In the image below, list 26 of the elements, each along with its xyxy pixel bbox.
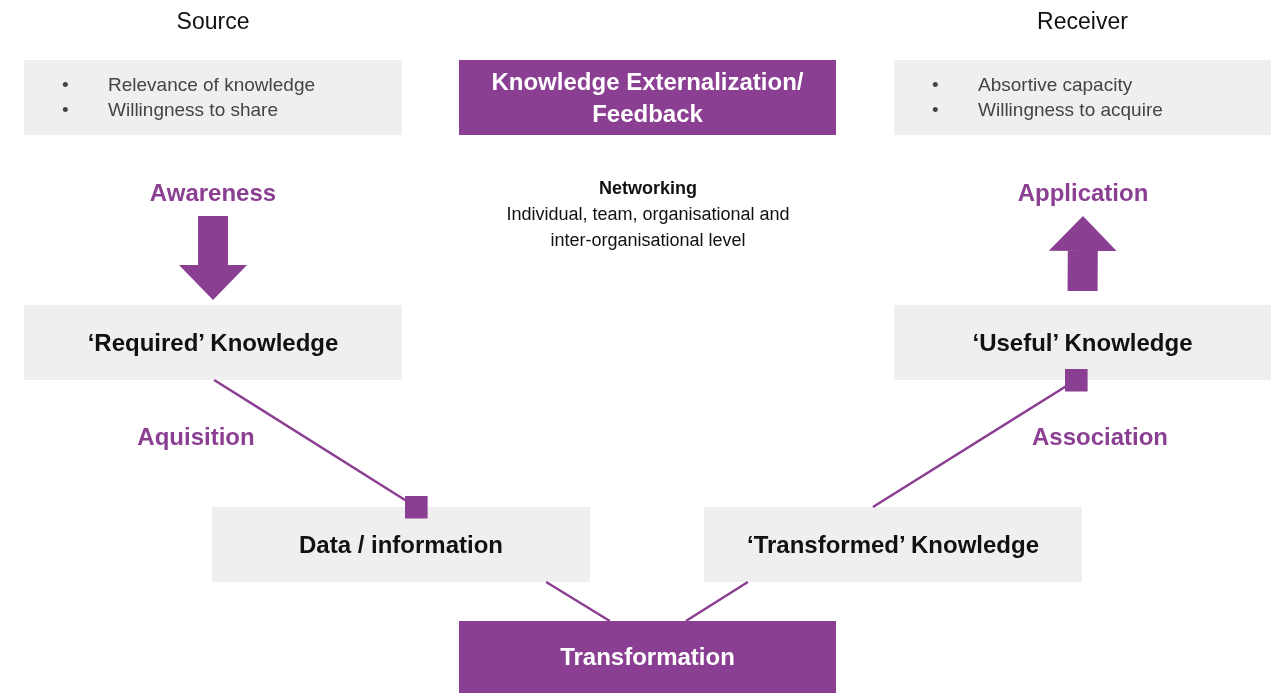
bullet-text: Absortive capacity	[978, 73, 1133, 97]
description-text: Individual, team, organisational and inter-organisational level	[505, 203, 791, 252]
block-arrow	[1048, 216, 1117, 292]
bullet-mark: •	[932, 73, 940, 97]
process-box: ‘Useful’ Knowledge	[894, 305, 1271, 380]
block-arrow	[179, 216, 247, 300]
stage-label: Application	[995, 176, 1171, 210]
connector-line	[213, 378, 428, 519]
bullet-text: Willingness to acquire	[978, 98, 1163, 122]
bullet-mark: •	[62, 98, 70, 122]
process-box: ‘Transformed’ Knowledge	[704, 507, 1082, 582]
bullet-mark: •	[932, 98, 940, 122]
process-box: ‘Required’ Knowledge	[24, 305, 402, 380]
section-heading: Networking	[598, 177, 698, 200]
connector-line	[685, 580, 749, 623]
process-box: Transformation	[459, 621, 836, 693]
bullet-mark: •	[62, 73, 70, 97]
connector-line	[545, 580, 611, 623]
connector-line	[872, 368, 1088, 509]
column-heading: Receiver	[1036, 8, 1129, 35]
bullet-text: Relevance of knowledge	[108, 73, 316, 97]
column-heading: Source	[175, 8, 251, 35]
process-box: Data / information	[212, 507, 590, 582]
bullet-text: Willingness to share	[108, 98, 279, 122]
process-box: Knowledge Externalization/ Feedback	[459, 60, 836, 135]
stage-label: Awareness	[130, 176, 296, 210]
